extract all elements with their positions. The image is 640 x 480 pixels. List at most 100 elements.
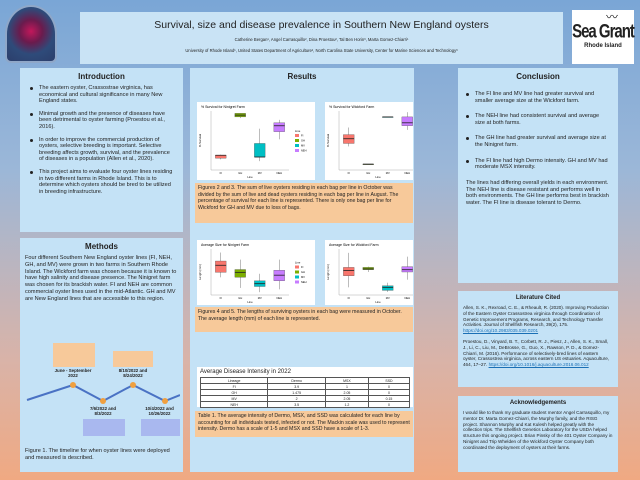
legend-title: Line [295,129,301,133]
results-heading: Results [287,72,317,81]
figures-2-3-caption: Figures 2 and 3. The sum of live oysters… [195,183,413,223]
timeline-dot [100,398,106,404]
box-FI [215,260,227,273]
poster-title: Survival, size and disease prevalence in… [154,19,489,31]
x-tick-label: MV [258,296,262,300]
seagull-icon: 〰 [605,10,618,24]
chart-title: Average Size for Wickford Farm [329,243,379,247]
header-box: Survival, size and disease prevalence in… [80,12,563,64]
introduction-panel: Introduction The eastern oyster, Crassos… [20,68,183,232]
timeline-date: June - September 2022 [54,368,92,378]
acknowledgements-heading: Acknowledgements [509,400,567,406]
legend-swatch [295,275,299,279]
reference-link[interactable]: https://doi.org/10.2983/035.039.0201 [463,328,539,334]
box-MV [382,285,394,291]
legend-swatch [295,280,299,284]
y-axis-label: Length (mm) [326,264,330,280]
conclusion-bullet: The FI line and MV line had greater surv… [466,91,610,104]
intro-bullet: Minimal growth and the presence of disea… [30,111,175,131]
chart-title: % Survival for Wickford Farm [329,105,374,109]
x-tick-label: GH [366,171,370,175]
literature-panel: Literature Cited Allen, S. K., Rexroad, … [458,291,618,387]
conclusion-bullet: The GH line had greater survival and ave… [466,135,610,148]
x-tick-label: NEH [277,171,283,175]
legend-label: NEH [301,280,307,284]
x-tick-label: NEH [405,296,411,300]
legend-swatch [295,265,299,269]
timeline-note [83,419,125,436]
acknowledgements-text: I would like to thank my graduate studen… [463,410,613,450]
timeline-dot [130,382,136,388]
conclusion-heading: Conclusion [516,72,560,81]
x-tick-label: NEH [277,296,283,300]
reference: Allen, S. K., Rexroad, C. E., & Rheault,… [463,305,609,334]
timeline-date: 10/4/2022 and 10/26/2022 [145,406,174,416]
x-axis-label: Line [247,175,253,179]
literature-heading: Literature Cited [515,295,561,301]
legend-swatch [295,149,299,152]
intro-bullet: The eastern oyster, Crassostrae virginic… [30,85,175,105]
methods-heading: Methods [85,242,118,251]
box-NEH [401,116,413,126]
y-axis-label: Length (mm) [198,264,202,280]
conclusion-bullet: The NEH line had consistent survival and… [466,113,610,126]
intro-bullet: This project aims to evaluate four oyste… [30,169,175,195]
x-tick-label: FI [220,171,223,175]
x-tick-label: NEH [405,171,411,175]
timeline-note [53,343,95,367]
timeline-date: 7/6/2022 and 8/3/2022 [89,406,117,416]
legend-label: NEH [301,148,307,152]
table-1-caption: Table 1. The average intensity of Dermo,… [195,411,413,437]
legend-swatch [295,139,299,142]
figure1-caption: Figure 1. The timeline for when oyster l… [25,448,170,461]
legend-label: FI [301,265,304,269]
affiliations: University of Rhode Island¹, United Stat… [185,48,458,53]
x-tick-label: FI [348,171,351,175]
conclusion-panel: Conclusion The FI line and MV line had g… [458,68,618,283]
methods-text: Four different Southern New England oyst… [25,255,177,302]
chart-title: Average Size for Ninigret Farm [201,243,249,247]
box-NEH [273,122,285,132]
legend-label: FI [301,133,304,137]
timeline-note [113,351,153,367]
x-axis-label: Line [375,175,381,179]
conclusion-text: The lines had differing overall yields i… [466,179,609,207]
timeline-figure [26,343,180,436]
legend-title: Line [295,261,301,265]
intro-bullet: In order to improve the commercial produ… [30,137,175,163]
timeline-dot [162,398,168,404]
x-tick-label: MV [386,296,390,300]
timeline-note [141,419,180,436]
legend-swatch [295,144,299,147]
chart-title: % Survival for Ninigret Farm [201,105,245,109]
reference: Proestou, D., Vinyard, B. T., Corbett, R… [463,338,610,368]
x-tick-label: GH [238,171,242,175]
disease-table: Average Disease Intensity in 2022 Lineag… [197,367,413,408]
conclusion-bullet: The FI line had high Dermo intensity. GH… [466,158,610,171]
legend-swatch [295,134,299,137]
x-axis-label: Line [375,300,381,304]
box-MV [254,143,266,158]
legend-label: MV [301,143,305,147]
y-axis-label: % Survival [326,134,330,148]
authors: Catherine Bergan¹, Angel Carrasquillo², … [234,37,409,42]
legend-swatch [295,270,299,274]
reference-link[interactable]: https://doi.org/10.1016/j.aquaculture.20… [488,362,589,368]
legend-label: GH [301,138,305,142]
box-GH [234,269,246,278]
coastal-fellows-logo [5,5,57,63]
sea-grant-logo: 〰 Sea Grant Rhode Island [572,10,635,64]
x-tick-label: FI [348,296,351,300]
legend-label: MV [301,275,305,279]
x-axis-label: Line [247,300,253,304]
timeline-date: 8/10/2022 and 8/24/2022 [118,368,148,378]
timeline-dot [70,382,76,388]
table-title: Average Disease Intensity in 2022 [200,369,291,375]
box-FI [343,267,355,276]
x-tick-label: GH [366,296,370,300]
x-tick-label: GH [238,296,242,300]
